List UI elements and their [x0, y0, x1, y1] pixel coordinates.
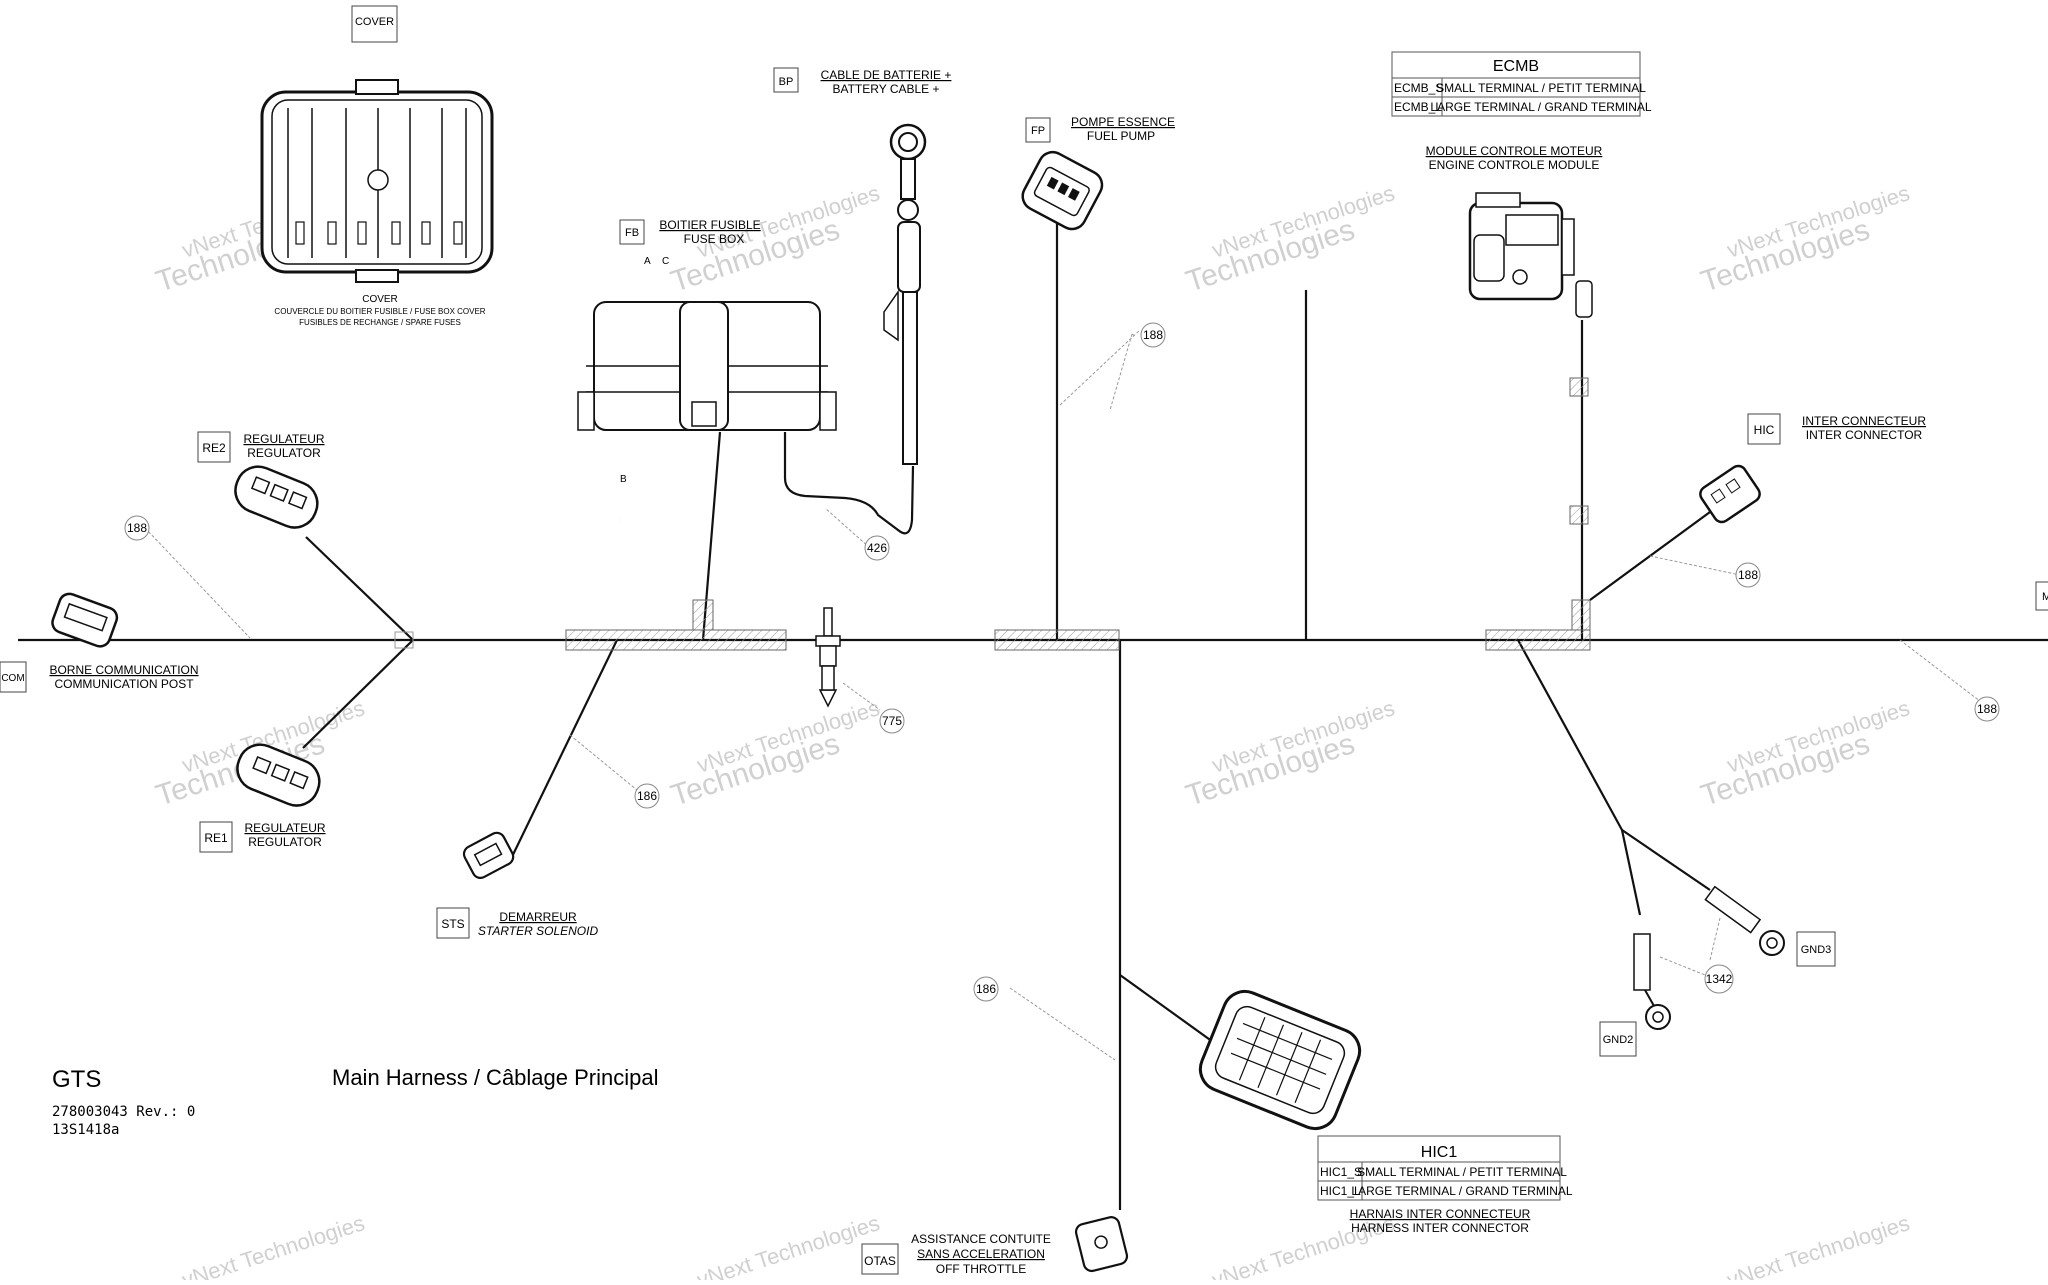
- cover-desc-2: FUSIBLES DE RECHANGE / SPARE FUSES: [299, 318, 461, 327]
- ecmb-row2-desc: LARGE TERMINAL / GRAND TERMINAL: [1430, 100, 1651, 114]
- re2-label-en: REGULATOR: [247, 446, 321, 460]
- edge-m-tag: M: [2042, 591, 2048, 603]
- harness-inter-connector: HIC1 HIC1_S SMALL TERMINAL / PETIT TERMI…: [1198, 989, 1573, 1235]
- ecmb-row1-desc: SMALL TERMINAL / PETIT TERMINAL: [1436, 81, 1646, 95]
- hic-label-fr: INTER CONNECTEUR: [1802, 414, 1926, 428]
- battery-label-fr: CABLE DE BATTERIE +: [821, 68, 952, 82]
- re2-label-fr: REGULATEUR: [243, 432, 324, 446]
- fuse-box-cover: COVER COVER COUVERCLE DU BOITIER FUSIBLE…: [260, 5, 494, 327]
- ecm-label-en: ENGINE CONTROLE MODULE: [1429, 158, 1600, 172]
- gnd2-tag: GND2: [1603, 1034, 1634, 1046]
- ecmb-table: ECMB ECMB_S SMALL TERMINAL / PETIT TERMI…: [1391, 51, 1652, 117]
- callout-186-starter: 186: [637, 789, 657, 803]
- hic1-row1-desc: SMALL TERMINAL / PETIT TERMINAL: [1357, 1165, 1567, 1179]
- callout-188-hic: 188: [1738, 568, 1758, 582]
- starter-solenoid: STS DEMARREUR STARTER SOLENOID: [436, 831, 599, 939]
- callout-1342: 1342: [1706, 972, 1733, 986]
- gnd3-tag: GND3: [1801, 944, 1832, 956]
- re1-label-en: REGULATOR: [248, 835, 322, 849]
- sts-label-en: STARTER SOLENOID: [478, 924, 599, 938]
- otas-line2: SANS ACCELERATION: [917, 1247, 1045, 1261]
- hic-label-en: INTER CONNECTOR: [1806, 428, 1923, 442]
- watermarks: vNext Technologies Technologies vNext Te…: [152, 180, 1913, 1285]
- battery-label-en: BATTERY CABLE +: [832, 82, 939, 96]
- ecmb-title: ECMB: [1493, 58, 1539, 75]
- model-name: GTS: [52, 1066, 101, 1093]
- inter-connector: HIC INTER CONNECTEUR INTER CONNECTOR: [1699, 413, 1926, 524]
- fuel-pump-label-fr: POMPE ESSENCE: [1071, 115, 1175, 129]
- cover-tag: COVER: [355, 16, 394, 28]
- edge-connector-m: M: [2035, 581, 2048, 611]
- callout-775: 775: [882, 714, 902, 728]
- re2-tag: RE2: [202, 441, 226, 455]
- fuel-pump-label-en: FUEL PUMP: [1087, 129, 1155, 143]
- otas-tag: OTAS: [864, 1254, 896, 1268]
- hic1-row1-code: HIC1_S: [1320, 1165, 1362, 1179]
- fuse-box-label-c: C: [662, 256, 669, 267]
- fuse-box-label-a: A: [644, 256, 651, 267]
- sheet-id: 13S1418a: [52, 1122, 119, 1138]
- part-number: 278003043 Rev.: 0: [52, 1104, 195, 1120]
- hic-tag: HIC: [1754, 423, 1775, 437]
- engine-control-module: MODULE CONTROLE MOTEUR ENGINE CONTROLE M…: [1426, 144, 1603, 318]
- battery-tag: BP: [779, 76, 794, 88]
- leader-lines: [144, 329, 1986, 1061]
- off-throttle-assist: OTAS ASSISTANCE CONTUITE SANS ACCELERATI…: [861, 1216, 1129, 1276]
- drawing-title: Main Harness / Câblage Principal: [332, 1065, 659, 1090]
- com-label-fr: BORNE COMMUNICATION: [49, 663, 198, 677]
- callout-188-fuel-pump: 188: [1143, 328, 1163, 342]
- hic1-title: HIC1: [1421, 1144, 1458, 1161]
- cover-desc-1: COUVERCLE DU BOITIER FUSIBLE / FUSE BOX …: [274, 307, 485, 316]
- com-label-en: COMMUNICATION POST: [54, 677, 194, 691]
- callout-186-hic1: 186: [976, 982, 996, 996]
- watermark: vNext Technologies: [1724, 1210, 1913, 1280]
- harness-sleeves: [394, 377, 1591, 651]
- ground-terminals: GND2 GND3: [1599, 885, 1836, 1057]
- fuse-box-tag: FB: [625, 227, 639, 239]
- re1-label-fr: REGULATEUR: [244, 821, 325, 835]
- title-block: GTS Main Harness / Câblage Principal 278…: [52, 1065, 659, 1138]
- stud-775: [815, 607, 841, 708]
- hic1-row2-code: HIC1_L: [1320, 1184, 1361, 1198]
- fuse-box-label-b: B: [620, 474, 627, 485]
- sts-label-fr: DEMARREUR: [499, 910, 577, 924]
- fuel-pump: FP POMPE ESSENCE FUEL PUMP: [1021, 115, 1175, 231]
- callout-426: 426: [867, 541, 887, 555]
- watermark: vNext Technologies: [694, 1210, 883, 1280]
- watermark: vNext Technologies: [179, 1210, 368, 1280]
- callouts: 188 426 188 188 188 775 186 186 1342: [124, 322, 2000, 1002]
- otas-line1: ASSISTANCE CONTUITE: [911, 1232, 1051, 1246]
- callout-188-right: 188: [1977, 702, 1997, 716]
- fuse-box: FB BOITIER FUSIBLE FUSE BOX A C B: [577, 218, 837, 485]
- com-tag: COM: [1, 673, 24, 684]
- fuse-box-label-en: FUSE BOX: [684, 232, 745, 246]
- hic1-label-fr: HARNAIS INTER CONNECTEUR: [1350, 1207, 1531, 1221]
- regulator-re2: RE2 REGULATEUR REGULATOR: [197, 431, 325, 529]
- ecm-label-fr: MODULE CONTROLE MOTEUR: [1426, 144, 1603, 158]
- fuel-pump-tag: FP: [1031, 125, 1045, 137]
- ecmb-row2-code: ECMB_L: [1394, 100, 1442, 114]
- otas-line3: OFF THROTTLE: [936, 1262, 1026, 1276]
- communication-post: COM BORNE COMMUNICATION COMMUNICATION PO…: [0, 592, 199, 693]
- ecmb-row1-code: ECMB_S: [1394, 81, 1443, 95]
- callout-188-regulator: 188: [127, 521, 147, 535]
- fuse-box-label-fr: BOITIER FUSIBLE: [659, 218, 760, 232]
- sts-tag: STS: [441, 917, 464, 931]
- regulator-re1: RE1 REGULATEUR REGULATOR: [199, 743, 326, 853]
- re1-tag: RE1: [204, 831, 228, 845]
- hic1-row2-desc: LARGE TERMINAL / GRAND TERMINAL: [1351, 1184, 1572, 1198]
- cover-name: COVER: [362, 294, 398, 305]
- battery-cable: BP CABLE DE BATTERIE + BATTERY CABLE +: [773, 67, 952, 465]
- hic1-label-en: HARNESS INTER CONNECTOR: [1351, 1221, 1529, 1235]
